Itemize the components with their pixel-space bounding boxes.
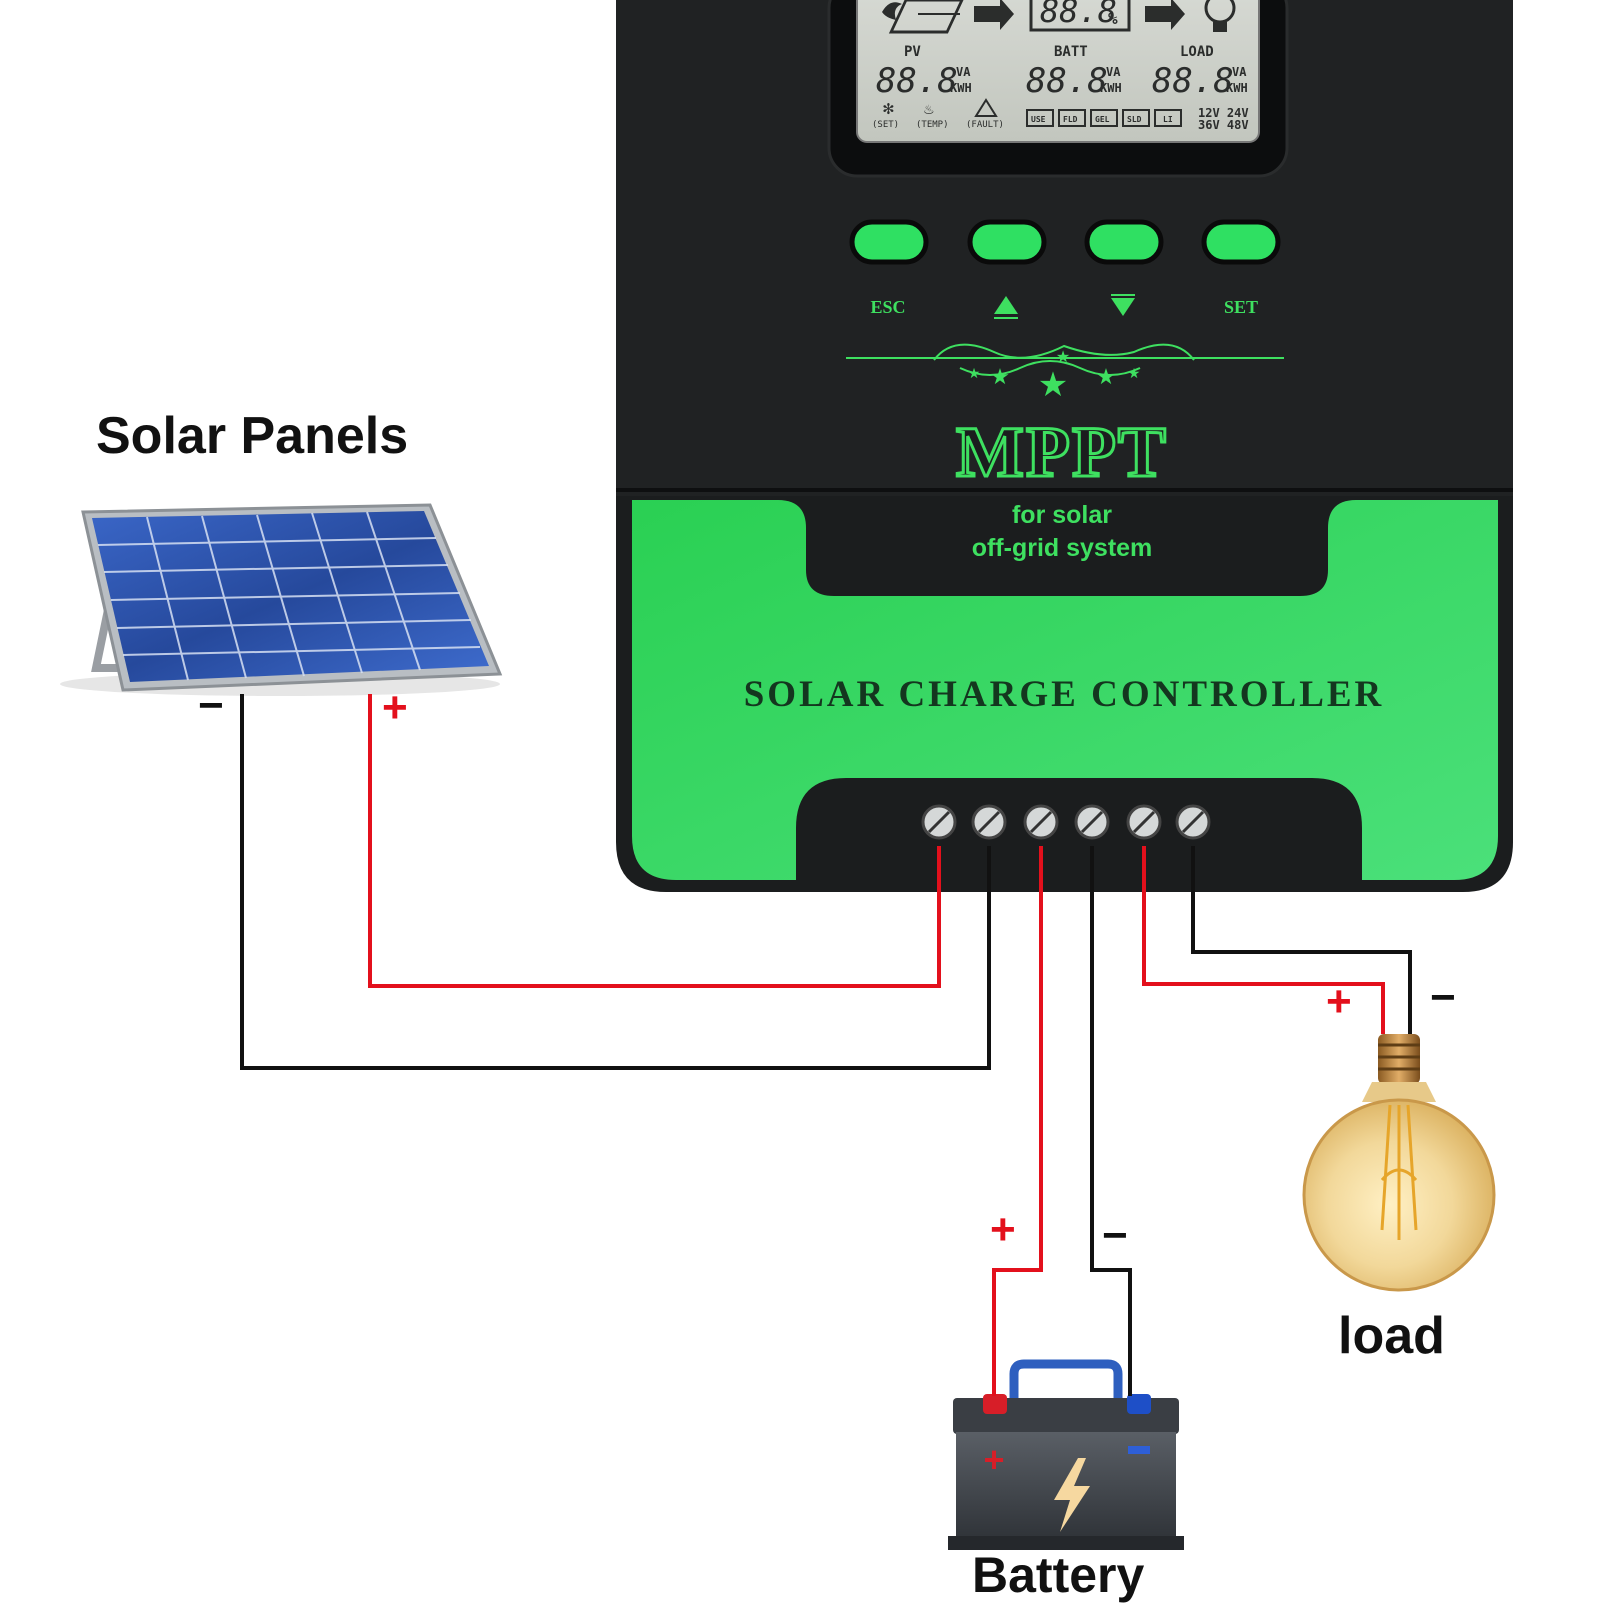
lcd-status-set: (SET) <box>872 120 899 130</box>
wire-panel-positive <box>368 694 941 988</box>
lcd-load-unit-top: VA <box>1232 65 1247 79</box>
battery-minus-icon <box>1128 1446 1150 1454</box>
down-button[interactable] <box>1084 219 1164 265</box>
lcd-label-load: LOAD <box>1180 44 1214 60</box>
lcd-status-temp: (TEMP) <box>916 120 949 130</box>
lcd-status-fault: (FAULT) <box>966 120 1004 130</box>
brand-text: MPPT <box>956 412 1168 492</box>
lcd-pv-readout: 88.8 <box>876 61 958 101</box>
svg-text:★: ★ <box>968 365 981 381</box>
wire-panel-negative <box>240 694 991 1070</box>
battery-type-li: LI <box>1163 115 1173 124</box>
terminal-screw <box>1175 804 1211 840</box>
tagline-line1: for solar <box>1012 501 1112 529</box>
bulb-base-threads <box>1378 1043 1420 1071</box>
panel-grid <box>97 511 481 681</box>
charge-controller: 88.8 % PV BATT LOAD 88.8 VA KWH 88.8 VA … <box>616 0 1513 892</box>
panel-lcd-icon <box>882 0 965 34</box>
load-label: load <box>1338 1307 1445 1365</box>
terminal-block <box>921 804 1211 840</box>
wire-load-positive <box>1142 846 1385 1034</box>
up-button[interactable] <box>967 219 1047 265</box>
set-label: SET <box>1224 297 1258 317</box>
battery-type-use: USE <box>1031 115 1046 124</box>
battery-positive-terminal <box>983 1394 1007 1414</box>
green-housing <box>632 500 1498 880</box>
load-plus-sign: + <box>1326 977 1352 1026</box>
terminal-screw <box>1023 804 1059 840</box>
lcd-batt-unit-bottom: KWH <box>1100 81 1122 95</box>
lcd-label-pv: PV <box>904 44 921 60</box>
product-text: SOLAR CHARGE CONTROLLER <box>744 674 1385 715</box>
panel-plus-sign: + <box>382 683 408 732</box>
bulb-lcd-icon <box>1204 0 1236 32</box>
bulb-filament <box>1380 1104 1418 1240</box>
terminal-screw <box>1126 804 1162 840</box>
battery-plus-sign: + <box>990 1205 1016 1254</box>
svg-text:★: ★ <box>1056 349 1070 366</box>
wires <box>240 694 1412 1396</box>
lcd-pv-unit-top: VA <box>956 65 971 79</box>
svg-text:★: ★ <box>990 364 1010 389</box>
down-triangle-icon <box>1111 298 1135 316</box>
svg-text:★: ★ <box>1038 366 1068 404</box>
arrow-icon <box>974 0 1014 30</box>
lcd-top-unit: % <box>1108 9 1118 28</box>
wire-battery-positive <box>992 846 1043 1396</box>
battery-label: Battery <box>972 1547 1145 1603</box>
lightning-icon <box>1054 1458 1090 1532</box>
battery-illustration: + <box>948 1359 1184 1550</box>
battery-minus-sign: − <box>1102 1211 1128 1260</box>
lcd-fault-icon <box>974 98 998 117</box>
lcd-batt-readout: 88.8 <box>1026 61 1108 101</box>
lcd-pv-unit-bottom: KWH <box>950 81 972 95</box>
battery-lid <box>953 1398 1179 1434</box>
lcd-voltages-line1: 12V 24V <box>1198 106 1249 120</box>
esc-label: ESC <box>870 297 905 317</box>
panel-minus-sign: − <box>198 681 224 730</box>
battery-type-gel: GEL <box>1095 115 1110 124</box>
light-bulb-illustration <box>1302 1034 1496 1292</box>
bulb-neck <box>1362 1082 1436 1102</box>
lcd-screen <box>856 0 1260 143</box>
lcd-content: 88.8 % PV BATT LOAD 88.8 VA KWH 88.8 VA … <box>872 0 1249 132</box>
wire-battery-negative <box>1090 846 1132 1396</box>
battery-plus-icon: + <box>983 1439 1004 1480</box>
svg-text:★: ★ <box>1096 364 1116 389</box>
solar-panels-label: Solar Panels <box>96 407 409 465</box>
lcd-load-readout: 88.8 <box>1152 61 1234 101</box>
solar-panel-illustration <box>60 503 503 696</box>
esc-button[interactable] <box>849 219 929 265</box>
terminal-screw <box>921 804 957 840</box>
lcd-batt-unit-top: VA <box>1106 65 1121 79</box>
ornament-stars: ★ ★ ★ ★ ★ ★ <box>968 349 1141 404</box>
lcd-temp-icon: ♨ <box>924 99 934 118</box>
battery-negative-terminal <box>1127 1394 1151 1414</box>
svg-text:★: ★ <box>1128 365 1141 381</box>
lcd-battery-types: USE FLD GEL SLD LI <box>1026 109 1182 127</box>
battery-type-fld: FLD <box>1063 115 1078 124</box>
lcd-label-batt: BATT <box>1054 44 1088 60</box>
lcd-top-readout: 88.8 <box>1040 0 1117 30</box>
battery-type-sld: SLD <box>1127 115 1142 124</box>
battery-handle <box>1009 1359 1123 1404</box>
control-buttons: ESC SET <box>849 219 1281 319</box>
terminal-screw <box>1074 804 1110 840</box>
lcd-voltages-line2: 36V 48V <box>1198 118 1249 132</box>
set-button[interactable] <box>1201 219 1281 265</box>
wire-load-negative <box>1191 846 1412 1034</box>
tagline-line2: off-grid system <box>972 534 1153 562</box>
lcd-load-unit-bottom: KWH <box>1226 81 1248 95</box>
lcd-sun-icon: ✻ <box>883 98 894 119</box>
battery-foot <box>948 1536 1184 1550</box>
arrow-icon <box>1145 0 1185 30</box>
up-triangle-icon <box>994 296 1018 314</box>
ornament-divider <box>846 343 1284 376</box>
load-minus-sign: − <box>1430 973 1456 1022</box>
terminal-screw <box>971 804 1007 840</box>
bulb-base <box>1378 1034 1420 1084</box>
top-readout-frame <box>1029 0 1131 32</box>
